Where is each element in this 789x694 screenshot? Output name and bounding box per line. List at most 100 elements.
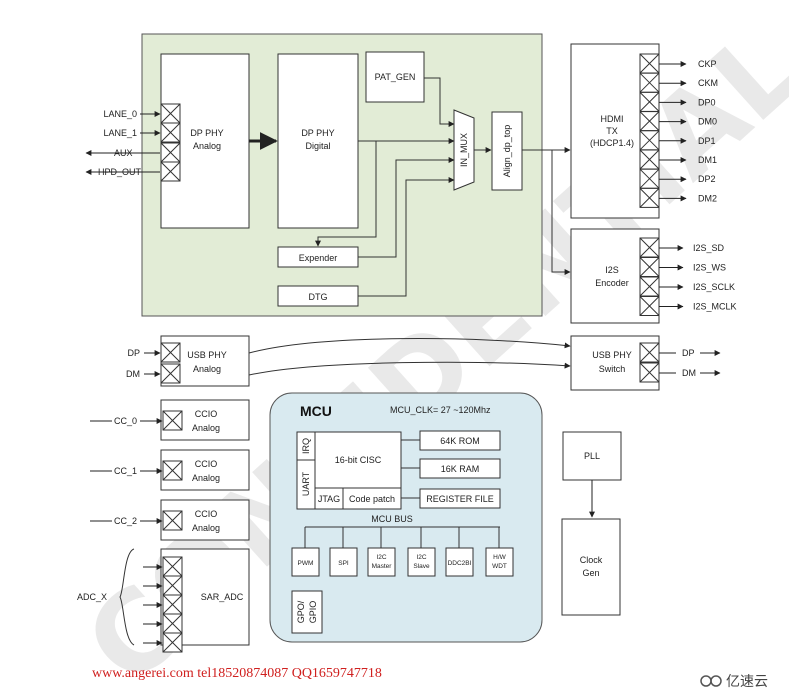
peripheral-4: DDC2BI	[445, 527, 474, 577]
hdmi-port-2	[639, 91, 660, 112]
brand-logo: 亿速云	[700, 674, 768, 690]
pll-label: PLL	[584, 451, 600, 461]
uart-label: UART	[301, 471, 311, 496]
i2s-port-2	[639, 276, 660, 297]
dp-phy-digital-block	[277, 53, 359, 229]
register-file-label: REGISTER FILE	[426, 494, 494, 504]
hdmi-port-3	[639, 111, 660, 132]
adc-port-2	[162, 594, 183, 615]
mcu-title: MCU	[300, 403, 332, 419]
brand-text: 亿速云	[726, 674, 768, 690]
dp-input-label-3: HPD_OUT	[98, 167, 142, 177]
hdmi-port-6	[639, 168, 660, 189]
peripheral-label-5-1: WDT	[492, 563, 507, 570]
ccio-label-2: Analog	[192, 423, 220, 433]
hdmi-port-5	[639, 149, 660, 170]
peripheral-1: SPI	[329, 527, 358, 577]
dp-port-3	[160, 161, 181, 182]
dp-input-label-0: LANE_0	[103, 109, 137, 119]
dp-port-2	[160, 142, 181, 163]
i2s-encoder-label-1: I2S	[605, 265, 619, 275]
dp-port-1	[160, 122, 181, 143]
adc-port-1	[162, 575, 183, 596]
dtg-label: DTG	[309, 292, 328, 302]
hdmi-tx-label-3: (HDCP1.4)	[590, 138, 634, 148]
hdmi-output-label-3: DM0	[698, 117, 717, 127]
peripheral-label-3-0: I2C	[416, 554, 426, 561]
hdmi-port-1	[639, 72, 660, 93]
ccio-label-2: Analog	[192, 473, 220, 483]
dp-input-label-1: LANE_1	[103, 128, 137, 138]
peripheral-label-2-0: I2C	[376, 554, 386, 561]
mcu-bus-label: MCU BUS	[371, 514, 413, 524]
ccio-block-1: CCIO Analog	[160, 449, 250, 491]
peripheral-label-4-0: DDC2BI	[448, 560, 472, 567]
i2s-port-3	[639, 296, 660, 316]
usb-in-port-1	[160, 363, 181, 384]
clock-gen-label-2: Gen	[582, 568, 599, 578]
i2s-output-label-3: I2S_MCLK	[693, 302, 737, 312]
align-dp-top-label: Align_dp_top	[502, 125, 512, 178]
ccio-label-1: CCIO	[195, 409, 218, 419]
pat-gen-block	[365, 51, 425, 103]
dp-phy-analog-label-2: Analog	[193, 141, 221, 151]
ccio-port-2	[162, 510, 183, 531]
adc-port-0	[162, 556, 183, 577]
usb-out-port-0	[639, 342, 660, 363]
peripheral-label-5-0: H/W	[493, 554, 507, 561]
hdmi-port-7	[639, 187, 660, 208]
usb-phy-analog-ports: DP DM	[126, 342, 181, 384]
peripheral-label-1-0: SPI	[338, 560, 349, 567]
align-dp-top-block	[491, 111, 523, 191]
ccio-label-1: CCIO	[195, 459, 218, 469]
mcu-core-block	[296, 431, 402, 510]
expender-label: Expender	[299, 253, 338, 263]
cc-input-label-1: CC_1	[114, 466, 137, 476]
ccio-label-2: Analog	[192, 523, 220, 533]
usb-out-port-1	[639, 362, 660, 383]
gpo-gpio-label-2: GPIO	[308, 601, 318, 624]
cisc-label: 16-bit CISC	[335, 455, 382, 465]
hdmi-output-label-0: CKP	[698, 59, 717, 69]
hdmi-output-label-4: DP1	[698, 136, 716, 146]
peripheral-0: PWM	[291, 527, 320, 577]
usb-phy-switch-ports: DP DM	[639, 342, 721, 383]
i2s-output-label-2: I2S_SCLK	[693, 282, 735, 292]
adc-x-label: ADC_X	[77, 592, 107, 602]
hdmi-output-label-2: DP0	[698, 97, 716, 107]
jtag-label: JTAG	[318, 494, 340, 504]
irq-label: IRQ	[301, 438, 311, 454]
adc-port-4	[162, 632, 183, 653]
cc-input-label-0: CC_0	[114, 416, 137, 426]
usb-input-label-0: DP	[127, 348, 140, 358]
dp-port-0	[160, 103, 181, 124]
ccio-port-0	[162, 410, 183, 431]
footer-contact: www.angerei.com tel18520874087 QQ1659747…	[92, 666, 382, 681]
hdmi-output-label-5: DM1	[698, 155, 717, 165]
usb-input-label-1: DM	[126, 369, 140, 379]
dp-input-label-2: AUX	[114, 148, 133, 158]
sar-adc-label: SAR_ADC	[201, 592, 244, 602]
hdmi-port-0	[639, 53, 660, 74]
cc-input-label-2: CC_2	[114, 516, 137, 526]
in-mux-block	[453, 109, 475, 191]
usb-output-label-1: DM	[682, 368, 696, 378]
usb-phy-switch-label-1: USB PHY	[592, 350, 632, 360]
mcu-clk-label: MCU_CLK= 27 ~120Mhz	[390, 405, 491, 415]
usb-phy-analog-label-1: USB PHY	[187, 350, 227, 360]
dp-phy-digital-label-2: Digital	[305, 141, 330, 151]
hdmi-output-label-1: CKM	[698, 78, 718, 88]
clock-gen-block	[561, 518, 621, 616]
cloud-icon	[700, 675, 722, 687]
usb-in-port-0	[160, 342, 181, 363]
peripheral-2: I2C Master	[367, 527, 396, 577]
dp-phy-digital-label-1: DP PHY	[301, 128, 334, 138]
usb-output-label-0: DP	[682, 348, 695, 358]
peripheral-label-2-1: Master	[372, 563, 393, 570]
